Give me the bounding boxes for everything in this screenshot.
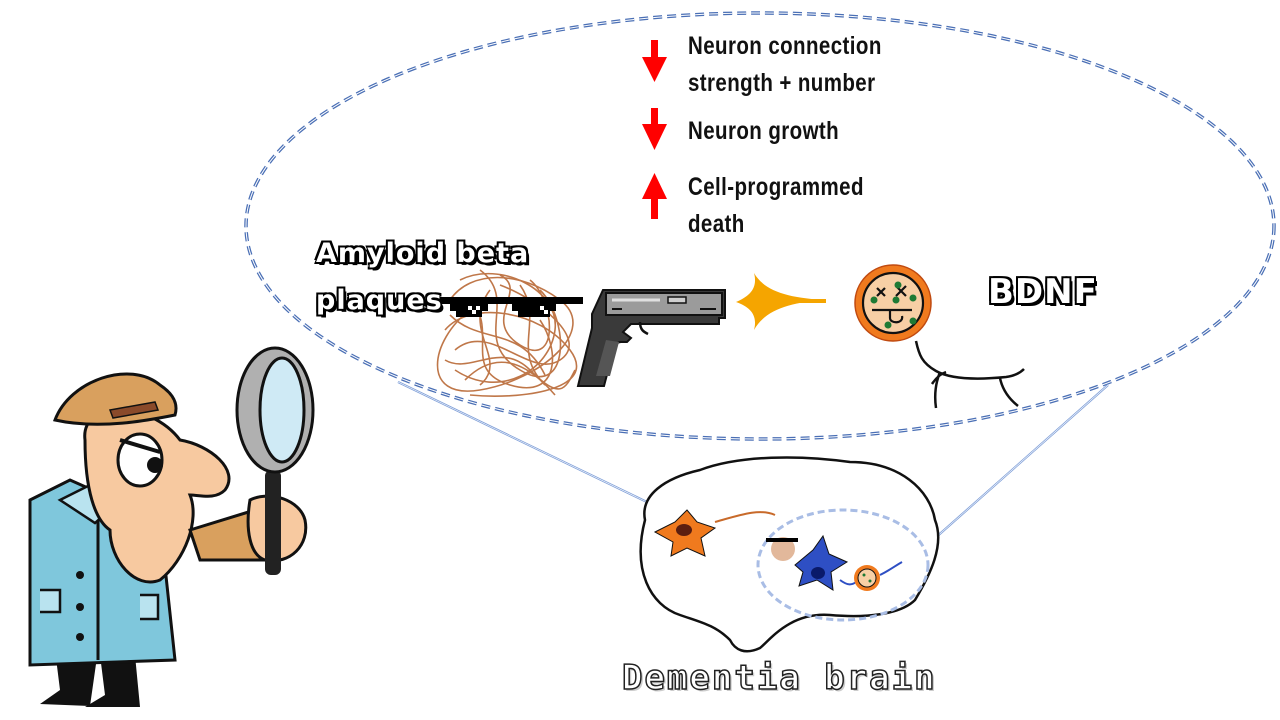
healthy-neuron-icon [653,509,776,557]
decrease-arrow-icon [642,108,667,150]
effect-neuron-growth: Neuron growth [688,117,840,145]
effect-connection-strength-line1: Neuron connection [688,32,882,60]
zoom-callout-ellipse [244,11,1276,441]
effect-cell-death-line2: death [688,210,745,238]
decrease-arrow-icon [642,40,667,82]
bdnf-character [854,264,1025,409]
amyloid-label-line1: Amyloid beta [315,237,530,270]
attack-direction-arrow-icon [736,273,826,330]
brain-zoom-circle [756,508,930,622]
increase-arrow-icon [642,173,667,219]
mini-plaque-icon [766,537,798,561]
damaged-neuron-icon [794,534,857,591]
effect-cell-death-line1: Cell-programmed [688,173,864,201]
mini-bdnf-icon [854,561,903,591]
amyloid-label-line2: plaques [315,284,443,317]
pistol-icon [576,289,726,387]
amyloid-plaque-tangle [436,269,578,397]
effect-connection-strength-line2: strength + number [688,69,876,97]
detective-illustration [28,346,315,707]
bdnf-label: BDNF [987,271,1098,313]
brain-caption: Dementia brain [621,657,937,699]
pixel-sunglasses-icon [440,297,583,317]
